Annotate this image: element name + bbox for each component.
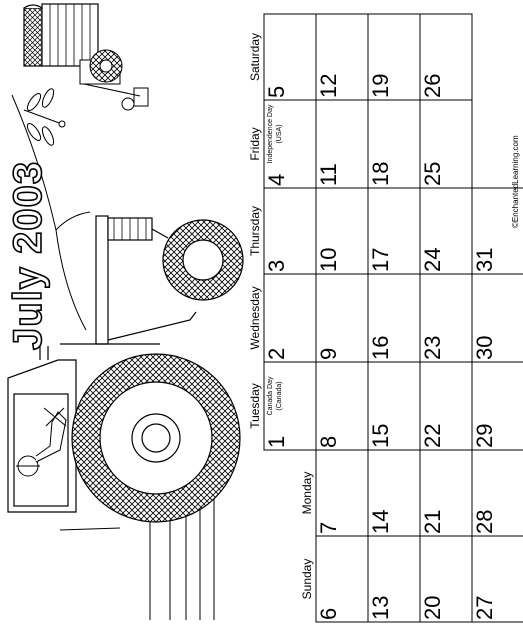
day-cell: 10: [316, 188, 368, 274]
day-cell: 26: [420, 14, 472, 100]
day-cell-border: [419, 13, 473, 101]
day-cell: 4 Independence Day (USA): [264, 100, 316, 188]
day-number: 16: [368, 335, 393, 360]
day-cell: 16: [368, 274, 420, 362]
holiday-note: Independence Day (USA): [267, 104, 283, 164]
weekday-tuesday: Tuesday: [248, 383, 262, 429]
weekday-monday: Monday: [300, 471, 314, 515]
day-number: 26: [420, 73, 445, 98]
day-number: 11: [316, 163, 341, 186]
day-number: 24: [420, 247, 445, 272]
day-cell: 2: [264, 274, 316, 362]
day-cell: 7: [316, 450, 368, 536]
day-cell: 9: [316, 274, 368, 362]
small-tractor-icon: [79, 49, 149, 111]
day-number: 10: [316, 247, 341, 272]
day-number: 14: [368, 509, 393, 534]
day-number: 18: [368, 161, 393, 186]
day-number: 7: [316, 521, 341, 534]
day-cell: 22: [420, 362, 472, 450]
day-number: 17: [368, 247, 393, 272]
day-cell: 5: [264, 14, 316, 100]
day-number: 4: [264, 173, 289, 186]
day-cell: 15: [368, 362, 420, 450]
weekday-sunday: Sunday: [300, 558, 314, 600]
day-cell: 23: [420, 274, 472, 362]
farmer-icon: [16, 407, 67, 477]
day-number: 15: [368, 423, 393, 448]
day-number: 30: [472, 335, 497, 360]
weekday-wednesday: Wednesday: [248, 286, 262, 350]
day-number: 13: [368, 595, 393, 620]
day-cell: 1 Canada Day (Canada): [264, 362, 316, 450]
day-cell: 31: [472, 188, 523, 274]
day-cell: 11: [316, 100, 368, 188]
day-number: 31: [472, 247, 497, 272]
day-number: 20: [420, 595, 445, 620]
dragonfly-icon: [23, 88, 66, 146]
day-number: 22: [420, 423, 445, 448]
day-cell: 12: [316, 14, 368, 100]
day-cell: 3: [264, 188, 316, 274]
holiday-note: Canada Day (Canada): [267, 376, 283, 416]
day-cell: 29: [472, 362, 523, 450]
day-number: 5: [264, 85, 289, 98]
day-number: 21: [420, 509, 445, 534]
day-cell-border: [471, 187, 523, 275]
day-number: 1: [264, 435, 289, 448]
day-cell: 20: [420, 536, 472, 622]
weekday-saturday: Saturday: [248, 32, 262, 82]
day-cell: 28: [472, 450, 523, 536]
day-cell: 6: [316, 536, 368, 622]
day-number: 8: [316, 435, 341, 448]
day-cell: 21: [420, 450, 472, 536]
weekday-friday: Friday: [248, 127, 262, 161]
day-cell: 25: [420, 100, 472, 188]
day-number: 29: [472, 423, 497, 448]
weekday-thursday: Thursday: [248, 205, 262, 257]
day-number: 23: [420, 335, 445, 360]
day-number: 28: [472, 509, 497, 534]
tractor-icon: [7, 215, 244, 523]
day-number: 27: [472, 595, 497, 620]
day-cell: 18: [368, 100, 420, 188]
day-number: 3: [264, 259, 289, 272]
day-cell: 17: [368, 188, 420, 274]
day-cell: 30: [472, 274, 523, 362]
day-number: 2: [264, 347, 289, 360]
day-cell: 19: [368, 14, 420, 100]
day-cell: 14: [368, 450, 420, 536]
day-number: 12: [316, 73, 341, 98]
day-number: 19: [368, 73, 393, 98]
day-cell: 8: [316, 362, 368, 450]
day-number: 9: [316, 347, 341, 360]
day-number: 6: [316, 607, 341, 620]
barn-icon: [23, 3, 99, 67]
day-number: 25: [420, 161, 445, 186]
day-cell: 24: [420, 188, 472, 274]
day-cell: 13: [368, 536, 420, 622]
field-lines: [11, 94, 215, 620]
day-cell: 27: [472, 536, 523, 622]
